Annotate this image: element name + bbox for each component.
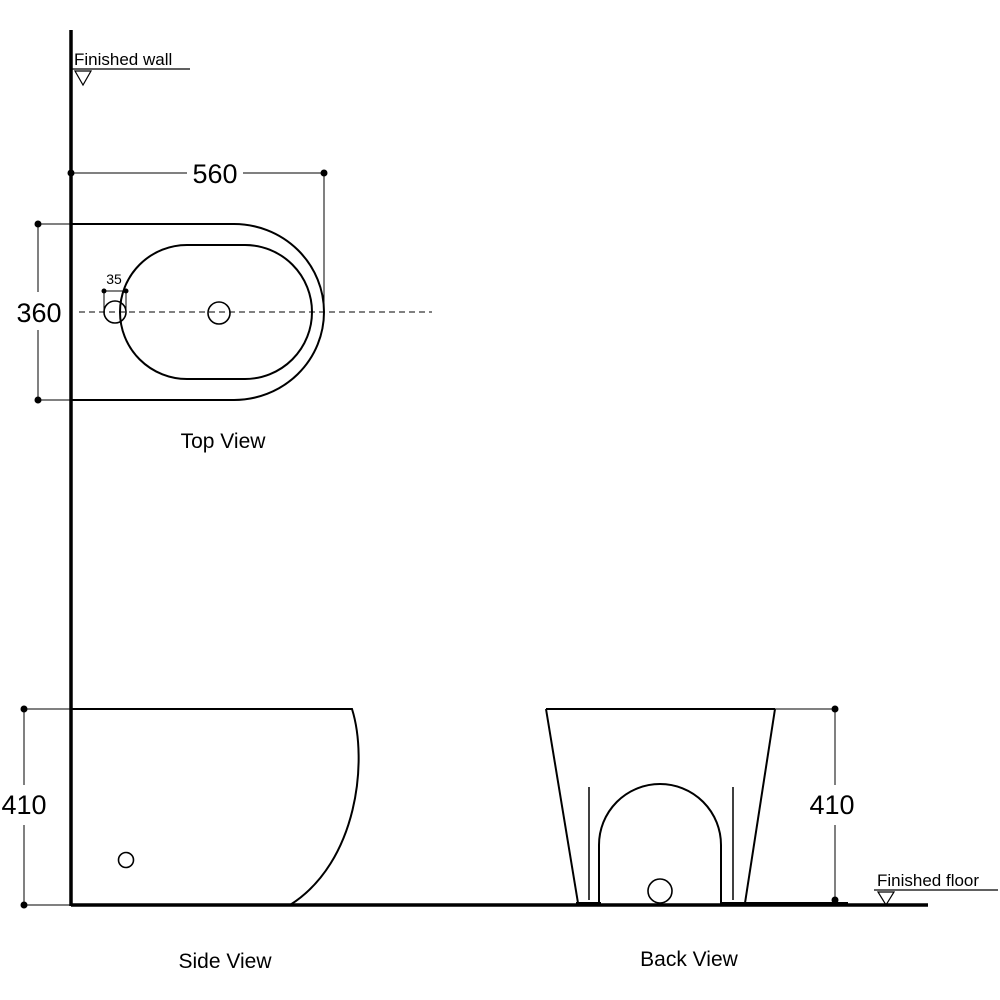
side-height-dimension: 410	[1, 790, 46, 820]
finished-floor: Finished floor	[71, 871, 998, 907]
width-dimension: 560	[192, 159, 237, 189]
width-dim-dot-left	[67, 169, 75, 177]
depth-dimension: 360	[16, 298, 61, 328]
hole-dim-dot-left	[101, 288, 107, 294]
top-view-bowl	[119, 244, 313, 380]
back-height-dot-top	[831, 705, 839, 713]
side-height-dot-bottom	[20, 901, 28, 909]
wall-level-marker-icon	[73, 70, 93, 87]
side-view: 410 Side View	[1, 705, 360, 973]
side-view-outlet-icon	[117, 851, 135, 869]
back-view-right-side	[744, 708, 776, 904]
side-view-caption: Side View	[178, 950, 272, 973]
top-view-caption: Top View	[181, 430, 267, 453]
finished-wall: Finished wall	[69, 30, 190, 906]
floor-level-marker-icon	[876, 891, 896, 907]
top-view-outline	[71, 223, 325, 401]
hole-dimension: 35	[106, 271, 122, 287]
finished-wall-label: Finished wall	[74, 50, 172, 69]
back-view: 410 Back View	[545, 705, 855, 971]
back-view-outlet-icon	[647, 878, 673, 904]
back-view-caption: Back View	[640, 948, 738, 971]
top-view: 560 360 35 Top View	[16, 159, 432, 453]
top-view-drain-icon	[207, 301, 231, 325]
back-view-arch	[598, 783, 722, 903]
back-view-left-side	[545, 708, 579, 904]
depth-dim-dot-top	[34, 220, 42, 228]
hole-dim-dot-right	[123, 288, 129, 294]
finished-floor-label: Finished floor	[877, 871, 979, 890]
depth-dim-dot-bottom	[34, 396, 42, 404]
side-height-dot-top	[20, 705, 28, 713]
back-height-dimension: 410	[809, 790, 854, 820]
back-height-dot-bottom	[831, 896, 839, 904]
side-view-outline	[71, 708, 360, 906]
width-dim-dot-right	[320, 169, 328, 177]
